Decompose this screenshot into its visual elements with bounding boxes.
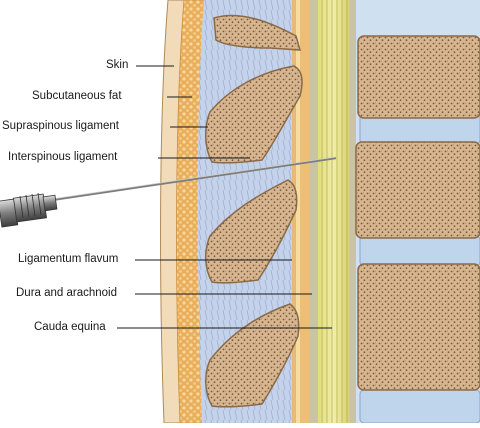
spinous-process <box>205 179 298 284</box>
spinal-needle <box>0 156 337 228</box>
intervertebral-disc <box>359 389 480 424</box>
spinous-process <box>205 303 300 408</box>
label-skin: Skin <box>106 59 129 71</box>
label-cauda-equina: Cauda equina <box>34 321 106 333</box>
label-dura-and-arachnoid: Dura and arachnoid <box>16 287 118 299</box>
needle-shaft <box>51 156 337 202</box>
dura-layer <box>310 0 318 423</box>
label-subcutaneous-fat: Subcutaneous fat <box>32 90 122 102</box>
vertebral-body <box>357 35 480 119</box>
label-supraspinous-ligament: Supraspinous ligament <box>2 120 119 132</box>
vertebral-body <box>355 141 480 239</box>
intervertebral-disc <box>359 235 480 267</box>
label-interspinous-ligament: Interspinous ligament <box>8 151 118 163</box>
leader-lines <box>117 65 332 329</box>
label-ligamentum-flavum: Ligamentum flavum <box>18 253 119 265</box>
spinous-process <box>213 14 302 51</box>
cauda-equina <box>318 0 350 423</box>
spinous-process <box>205 65 303 164</box>
vertebral-body <box>357 263 480 391</box>
needle-hub <box>0 192 58 228</box>
